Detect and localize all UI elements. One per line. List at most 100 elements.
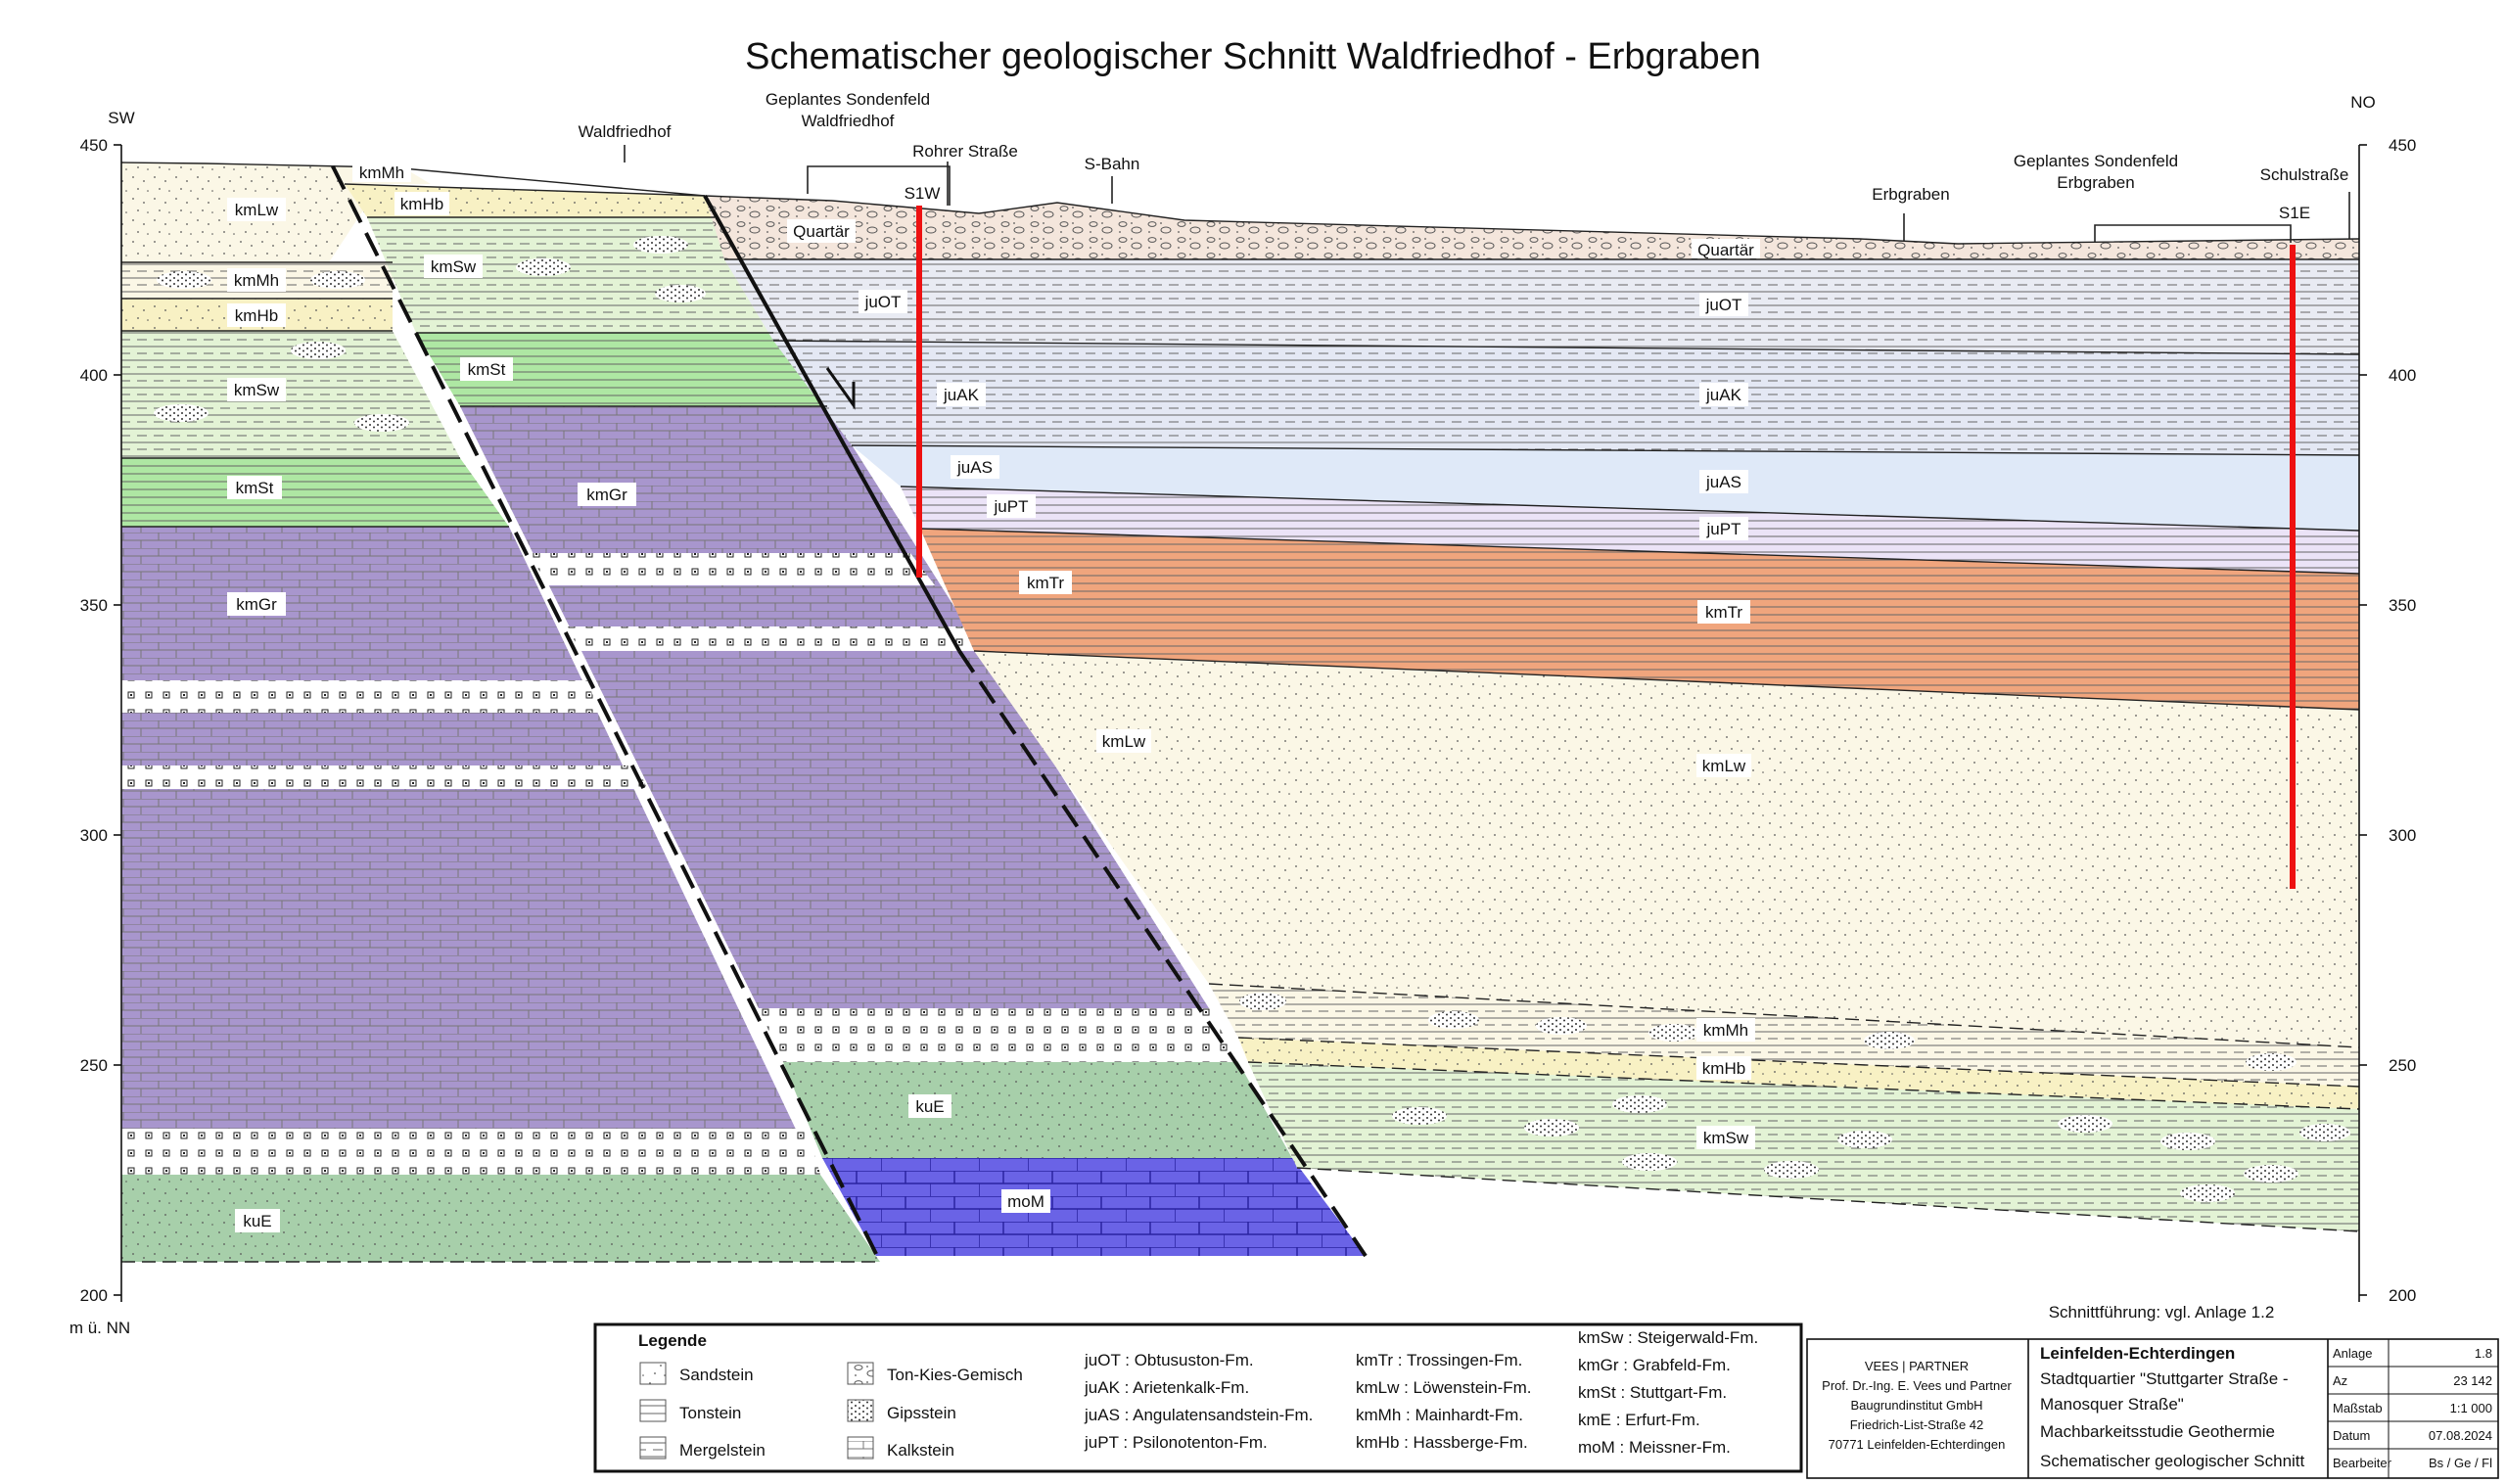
layer-label-juOT: juOT — [864, 293, 902, 311]
place-erbgraben: Erbgraben — [1872, 185, 1949, 204]
legend-formation: kmHb : Hassberge-Fm. — [1356, 1433, 1528, 1452]
place-sondenfeld-erbgraben: Geplantes Sondenfeld — [2014, 152, 2178, 170]
axis-tick-right: 300 — [2389, 826, 2416, 845]
fault-displacement-arrow — [825, 367, 856, 410]
company-line: Friedrich-List-Straße 42 — [1850, 1417, 1984, 1432]
legend-formation: kmSt : Stuttgart-Fm. — [1578, 1383, 1727, 1402]
fault-west — [331, 165, 882, 1263]
right-kmMh-pattern — [1209, 984, 2359, 1087]
project-line: Manosquer Straße" — [2040, 1395, 2184, 1414]
mid-kmSt-pattern — [416, 333, 827, 406]
left-kuE-pattern — [121, 1175, 880, 1262]
legend-gipsstein: Gipsstein — [887, 1404, 956, 1422]
axis-tick-left: 400 — [80, 366, 108, 385]
right-kmTr-pattern — [920, 529, 2359, 710]
axis-tick-left: 250 — [80, 1056, 108, 1075]
project-line: Machbarkeitsstudie Geothermie — [2040, 1422, 2275, 1441]
layer-label-kmLw: kmLw — [1702, 757, 1746, 775]
legend-formation: juOT : Obtususton-Fm. — [1084, 1351, 1254, 1369]
layer-label-juOT: juOT — [1705, 296, 1742, 314]
axis-tick-left: 450 — [80, 136, 108, 155]
right-quartaer-pattern — [705, 196, 2359, 259]
right-kmLw-pattern — [974, 651, 2359, 1047]
layer-label-juAS: juAS — [956, 458, 993, 477]
layer-label-juAK: juAK — [943, 386, 980, 404]
legend-swatch-marlstone — [639, 1436, 667, 1460]
layer-label-juAK: juAK — [1705, 386, 1742, 404]
axis-tick-left: 300 — [80, 826, 108, 845]
layer-boundaries — [120, 162, 2360, 1263]
legend-swatch-sandstone — [639, 1362, 667, 1385]
layer-label-kmSt: kmSt — [468, 360, 506, 379]
axis-unit-label: m ü. NN — [70, 1319, 130, 1337]
layer-label-kmSw: kmSw — [1703, 1129, 1749, 1147]
layer-label-kmSt: kmSt — [236, 479, 274, 497]
legend-formation: kmMh : Mainhardt-Fm. — [1356, 1406, 1523, 1424]
layer-label-kmTr: kmTr — [1027, 574, 1064, 592]
legend-ton-kies-gemisch: Ton-Kies-Gemisch — [887, 1366, 1023, 1384]
axis-tick-right: 200 — [2389, 1286, 2416, 1305]
layer-label-kmLw: kmLw — [235, 201, 279, 219]
mid-kuE-pattern — [783, 1062, 1292, 1158]
layer-label-kmSw: kmSw — [431, 257, 477, 276]
titleblock-key: Anlage — [2333, 1346, 2372, 1361]
left-block — [121, 162, 880, 1262]
titleblock-key: Az — [2333, 1373, 2347, 1388]
layer-label-kmLw: kmLw — [1102, 732, 1146, 751]
left-gips-band-1 — [121, 680, 599, 713]
mid-moM-fill — [822, 1158, 1366, 1256]
layer-label-kmTr: kmTr — [1705, 603, 1742, 622]
layer-label-kmMh: kmMh — [234, 271, 279, 290]
left-gips-band-3 — [121, 1129, 820, 1175]
diagram-title: Schematischer geologischer Schnitt Waldf… — [745, 36, 1761, 77]
right-juOT-pattern — [724, 259, 2359, 354]
right-kmSw-pattern — [1248, 1062, 2359, 1231]
titleblock-value: 1:1 000 — [2450, 1401, 2492, 1415]
middle-block — [333, 166, 1366, 1256]
layer-label-quartaer: Quartär — [1697, 241, 1754, 259]
layer-label-kmMh: kmMh — [1703, 1021, 1748, 1040]
legend-tonstein: Tonstein — [679, 1404, 741, 1422]
section-note: Schnittführung: vgl. Anlage 1.2 — [2049, 1303, 2275, 1322]
layer-label-kuE: kuE — [915, 1097, 944, 1116]
right-juPT-pattern — [901, 487, 2359, 574]
layer-label-juPT: juPT — [994, 497, 1029, 516]
layer-label-juAS: juAS — [1705, 473, 1741, 491]
title-block: VEES | PARTNER Prof. Dr.-Ing. E. Vees un… — [1806, 1338, 2499, 1479]
titleblock-value: Bs / Ge / Fl — [2429, 1456, 2492, 1470]
direction-sw: SW — [108, 109, 134, 127]
titleblock-key: Bearbeiter — [2333, 1456, 2392, 1470]
legend-formation: juAK : Arietenkalk-Fm. — [1084, 1378, 1249, 1397]
legend-formation: kmLw : Löwenstein-Fm. — [1356, 1378, 1532, 1397]
gypsum-lenses — [154, 236, 2350, 1202]
legend-formation: kmGr : Grabfeld-Fm. — [1578, 1356, 1731, 1374]
layer-label-kmSw: kmSw — [234, 381, 280, 399]
borehole-s1w-label: S1W — [905, 184, 941, 203]
titleblock-key: Datum — [2333, 1428, 2370, 1443]
legend-kalkstein: Kalkstein — [887, 1441, 954, 1460]
axis-tick-left: 350 — [80, 596, 108, 615]
legend-title: Legende — [638, 1331, 707, 1350]
company-line: Prof. Dr.-Ing. E. Vees und Partner — [1822, 1378, 2012, 1393]
layer-label-kmGr: kmGr — [236, 595, 277, 614]
layer-label-kuE: kuE — [243, 1212, 271, 1230]
place-s-bahn: S-Bahn — [1085, 155, 1140, 173]
axis-tick-left: 200 — [80, 1286, 108, 1305]
titleblock-key: Maßstab — [2333, 1401, 2383, 1415]
place-schulstrasse: Schulstraße — [2260, 165, 2349, 184]
legend-formation: juPT : Psilonotenton-Fm. — [1084, 1433, 1268, 1452]
fault-main-lower — [957, 649, 1368, 1258]
project-line: Schematischer geologischer Schnitt — [2040, 1452, 2305, 1470]
legend-swatch-limestone — [847, 1436, 874, 1460]
right-juAK-pattern — [773, 341, 2359, 455]
layer-label-kmGr: kmGr — [586, 486, 627, 504]
legend-formation: kmTr : Trossingen-Fm. — [1356, 1351, 1522, 1369]
axis-tick-right: 250 — [2389, 1056, 2416, 1075]
mid-gips-band-3 — [759, 1008, 1238, 1062]
titleblock-value: 1.8 — [2475, 1346, 2492, 1361]
place-rohrer-strasse: Rohrer Straße — [912, 142, 1018, 161]
right-juAS-fill — [852, 445, 2359, 531]
legend-mergelstein: Mergelstein — [679, 1441, 766, 1460]
place-waldfriedhof: Waldfriedhof — [579, 122, 672, 141]
